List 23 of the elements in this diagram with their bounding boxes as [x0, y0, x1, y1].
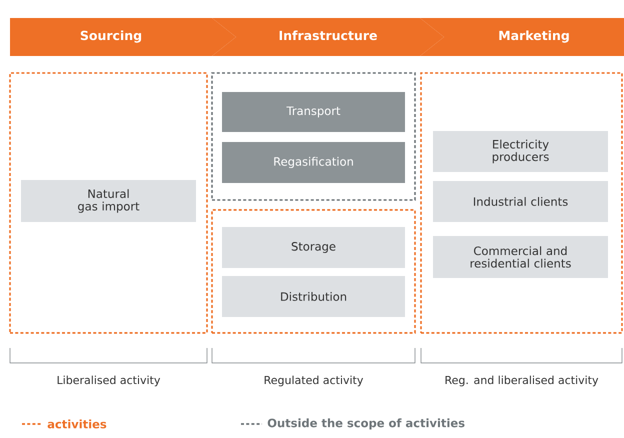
dashed-frame [9, 72, 208, 334]
activity-box: Regasification [222, 142, 405, 183]
activity-box: Electricity producers [433, 131, 608, 172]
chevron-header: Sourcing [10, 18, 236, 56]
node-label: Sourcing [80, 30, 142, 43]
legend-text: activities [48, 420, 106, 428]
chevron-header: Infrastructure [212, 18, 444, 56]
dashed-frame [211, 72, 416, 201]
node-label: Infrastructure [280, 30, 377, 40]
node-label: Marketing [499, 30, 569, 43]
activity-box: Industrial clients [433, 181, 608, 222]
activity-box: Natural gas import [21, 180, 196, 222]
activity-box: Commercial and residential clients [433, 236, 608, 278]
activity-box: Transport [222, 92, 405, 132]
legend-text: Outside the scope of activities [268, 418, 464, 430]
bracket-label: Regulated activity [264, 376, 364, 386]
dashed-frame [420, 72, 623, 334]
bracket-label: Reg. and liberalised activity [446, 376, 598, 386]
chevron-header: Marketing [420, 18, 624, 56]
bracket-label: Liberalised activity [58, 376, 160, 386]
activity-box: Storage [222, 226, 405, 268]
activity-box: Distribution [222, 276, 405, 317]
dashed-frame [211, 209, 416, 334]
